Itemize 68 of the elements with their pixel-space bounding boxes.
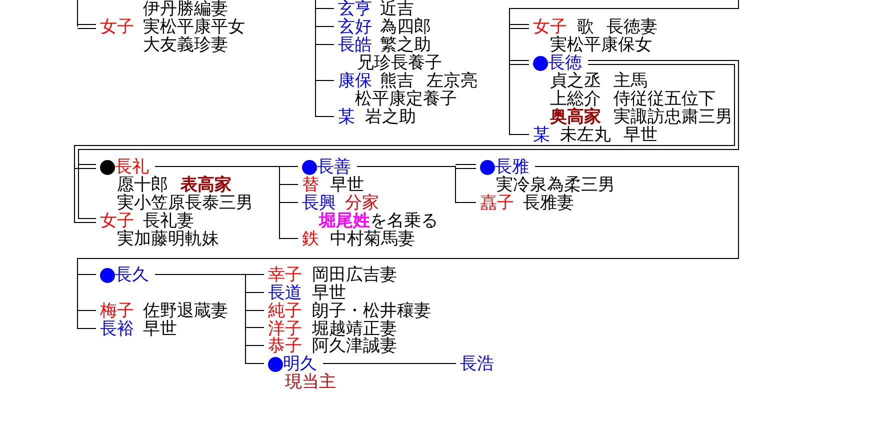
person-name: 女子: [100, 212, 134, 230]
connector-line: [154, 166, 298, 239]
note-text: 伊丹勝編妻: [143, 0, 228, 18]
note-text: 実加藤明軌妹: [117, 230, 219, 248]
person-name: 明久: [283, 355, 317, 373]
note-text: 繁之助: [380, 36, 431, 54]
person-name: 長道: [268, 284, 302, 302]
person-name: 長礼: [115, 158, 149, 176]
person-name: 鉄: [302, 230, 319, 248]
note-text: 岡田広吉妻: [312, 266, 397, 284]
person-name: 女子: [533, 18, 567, 36]
person-name: 長皓: [338, 36, 372, 54]
note-text: 分家: [345, 194, 379, 212]
connector-line: [322, 363, 456, 364]
person-name: 替: [302, 176, 319, 194]
note-text: 実冷泉為柔三男: [496, 176, 615, 194]
note-text: 為四郎: [380, 18, 431, 36]
person-name: 玄好: [338, 18, 372, 36]
person-name: 恭子: [268, 337, 302, 355]
connector-line: [154, 274, 264, 364]
person-name: 長裕: [100, 320, 134, 338]
person-name: 女子: [100, 18, 134, 36]
note-text: 歌 長徳妻: [577, 18, 658, 36]
note-text: 松平康定養子: [355, 90, 457, 108]
person-name: 某: [338, 108, 355, 126]
person-name: 長浩: [460, 355, 494, 373]
note-text: 実小笠原長泰三男: [117, 194, 253, 212]
note-text: 長雅妻: [523, 194, 574, 212]
person-name: 長善: [317, 158, 351, 176]
person-name: 長久: [115, 266, 149, 284]
person-name: 梅子: [100, 302, 134, 320]
person-name: 幸子: [268, 266, 302, 284]
note-text: 貞之丞 主馬: [550, 72, 648, 90]
note-text: 朗子・松井穰妻: [312, 302, 431, 320]
note-text: 中村菊馬妻: [330, 230, 415, 248]
person-name: 長徳: [548, 54, 582, 72]
note-text: 阿久津誠妻: [312, 337, 397, 355]
note-text: 堀越靖正妻: [312, 320, 397, 338]
connector-line: [77, 0, 96, 29]
note-text: 堀尾姓を名乗る: [319, 212, 438, 230]
note-text: 近吉: [380, 0, 414, 18]
note-text: 実松平康保女: [550, 36, 652, 54]
note-text: 熊吉 左京亮: [380, 72, 478, 90]
note-text: 早世: [330, 176, 364, 194]
person-name: 嚞子: [480, 194, 514, 212]
person-name: 洋子: [268, 320, 302, 338]
note-text: 大友義珍妻: [143, 36, 228, 54]
note-text: 兄珍長養子: [357, 54, 442, 72]
note-text: 現当主: [285, 373, 336, 391]
person-name: 純子: [268, 302, 302, 320]
note-text: 長礼妻: [143, 212, 194, 230]
note-text: 岩之助: [365, 108, 416, 126]
person-name: 康保: [338, 72, 372, 90]
person-name: 某: [533, 126, 550, 144]
connector-line: [315, 0, 334, 117]
person-name: 長雅: [495, 158, 529, 176]
connector-line: [356, 166, 476, 203]
note-text: 上総介 侍従従五位下: [550, 90, 716, 108]
connector-line: [509, 0, 739, 135]
note-text: 早世: [312, 284, 346, 302]
connector-line: [74, 60, 739, 223]
note-text: 早世: [143, 320, 177, 338]
note-text: 実松平康平女: [143, 18, 245, 36]
note-text: 奥高家 実諏訪忠粛三男: [550, 108, 732, 126]
note-text: 愿十郎 表高家: [117, 176, 232, 194]
note-text: 未左丸 早世: [560, 126, 658, 144]
note-text: 佐野退蔵妻: [143, 302, 228, 320]
person-name: 長興: [302, 194, 336, 212]
